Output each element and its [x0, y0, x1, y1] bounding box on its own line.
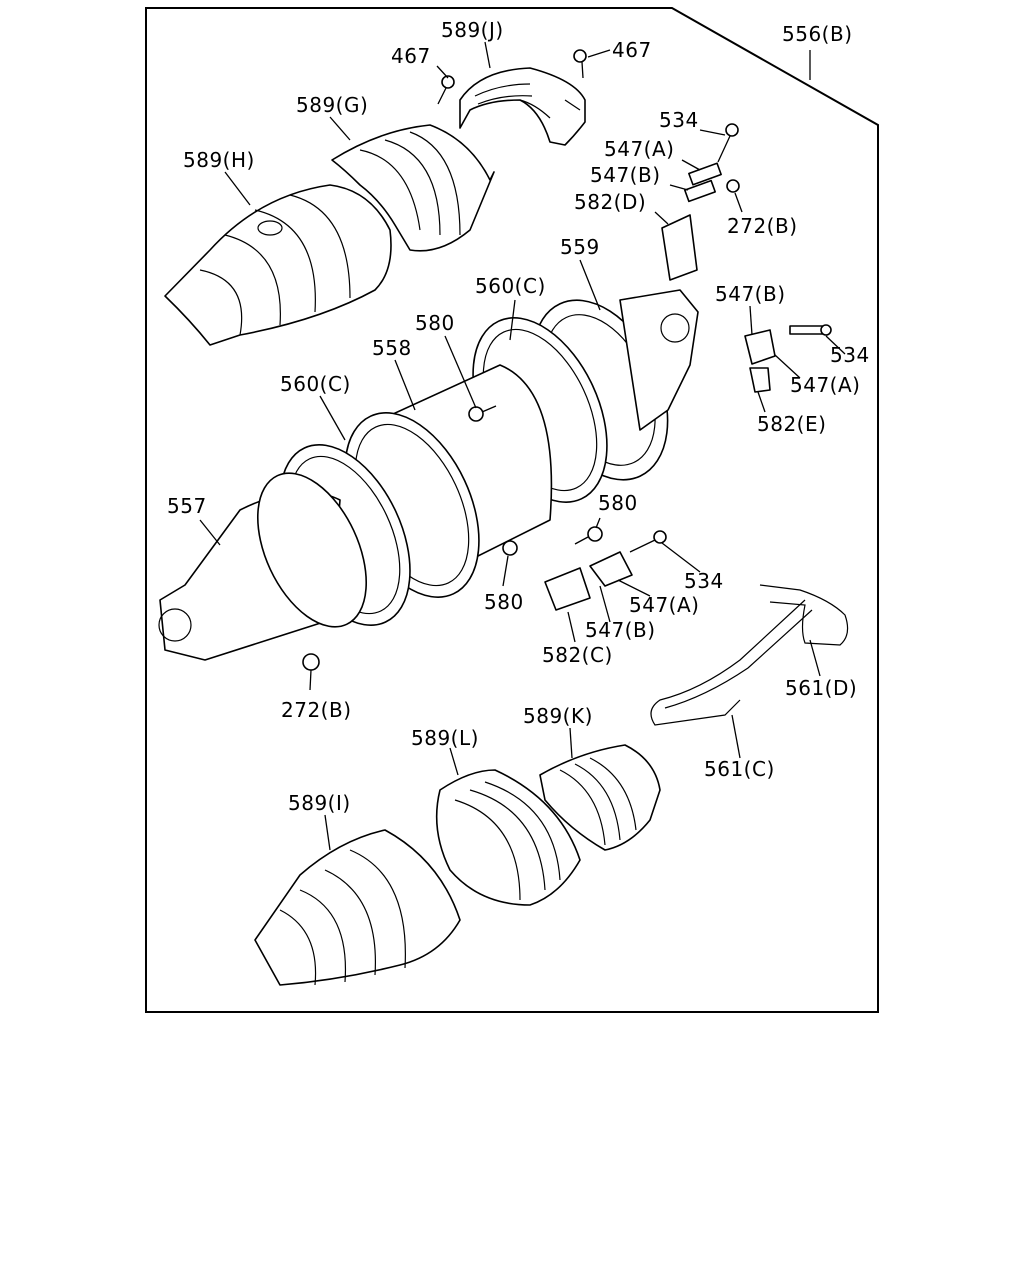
label-589i: 589(I): [288, 791, 351, 815]
heat-shield-589j: [459, 67, 586, 146]
label-467-left: 467: [391, 44, 431, 68]
label-534-upper: 534: [659, 108, 699, 132]
label-556b: 556(B): [782, 22, 853, 46]
heat-shield-589h: [164, 184, 392, 346]
label-272b-lower: 272(B): [281, 698, 352, 722]
bracket-582c: [544, 567, 591, 611]
bracket-582d: [661, 214, 698, 281]
bracket-582e: [749, 367, 771, 393]
pipe-561c: [650, 599, 806, 726]
label-272b-upper: 272(B): [727, 214, 798, 238]
label-582d: 582(D): [574, 190, 646, 214]
bolt-534-upper: [717, 123, 739, 163]
label-589l: 589(L): [411, 726, 479, 750]
pipe-561d: [759, 584, 849, 646]
clip-547a-upper: [688, 162, 722, 186]
label-561d: 561(D): [785, 676, 857, 700]
leader-lines: [199, 41, 846, 851]
bolt-534-lower: [629, 530, 667, 553]
inlet-cone-557: [158, 472, 368, 661]
label-559: 559: [560, 235, 600, 259]
label-582e: 582(E): [757, 412, 826, 436]
nut-272b-lower: [302, 653, 320, 671]
bolt-467-left: [437, 75, 455, 105]
label-558: 558: [372, 336, 412, 360]
heat-shield-589l: [435, 769, 581, 906]
label-534-lower: 534: [684, 569, 724, 593]
clip-547-mid: [744, 329, 776, 365]
label-589h: 589(H): [183, 148, 255, 172]
bolt-580-lower-left: [502, 540, 518, 556]
label-580-upper: 580: [415, 311, 455, 335]
heat-shield-589g: [331, 124, 495, 252]
label-589k: 589(K): [523, 704, 593, 728]
heat-shield-589i: [254, 829, 461, 986]
label-582c: 582(C): [542, 643, 613, 667]
label-580-lower-right: 580: [598, 491, 638, 515]
label-589g: 589(G): [296, 93, 368, 117]
label-580-lower-left: 580: [484, 590, 524, 614]
bolt-580-lower-right: [574, 526, 603, 545]
label-534-mid: 534: [830, 343, 870, 367]
label-547a-upper: 547(A): [604, 137, 674, 161]
label-547a-mid: 547(A): [790, 373, 860, 397]
diagram-frame: [145, 7, 879, 1013]
label-589j: 589(J): [441, 18, 504, 42]
label-467-right: 467: [612, 38, 652, 62]
label-547b-upper: 547(B): [590, 163, 661, 187]
label-557: 557: [167, 494, 207, 518]
heat-shield-589k: [539, 744, 661, 851]
label-547b-mid: 547(B): [715, 282, 786, 306]
clip-547b-upper: [683, 179, 717, 203]
label-547b-lower: 547(B): [585, 618, 656, 642]
label-560c-right: 560(C): [475, 274, 546, 298]
bolt-534-mid: [789, 324, 832, 336]
label-561c: 561(C): [704, 757, 775, 781]
label-547a-lower: 547(A): [629, 593, 699, 617]
clip-547-lower: [589, 551, 633, 587]
nut-272b-upper: [726, 179, 740, 193]
bolt-467-right: [573, 49, 587, 79]
label-560c-left: 560(C): [280, 372, 351, 396]
